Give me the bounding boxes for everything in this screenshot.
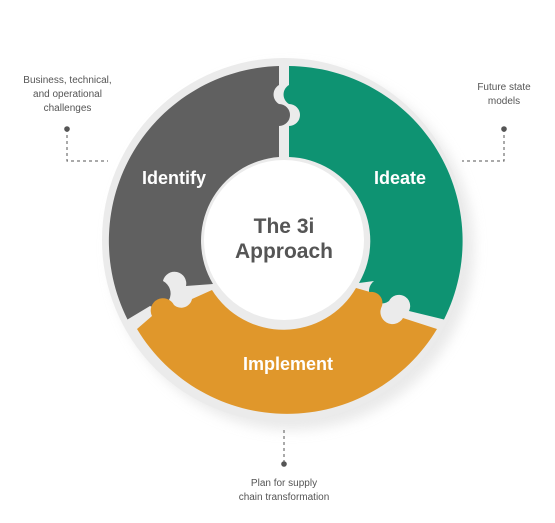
connector-identify — [64, 126, 108, 162]
connector-implement — [281, 430, 287, 467]
note-implement-line: Plan for supply — [250, 478, 318, 489]
note-identify-line: Business, technical, — [23, 75, 112, 86]
segment-label-ideate: Ideate — [374, 168, 426, 188]
segment-ideate — [283, 66, 463, 320]
note-identify-line: challenges — [43, 103, 92, 114]
connector-ideate — [462, 126, 507, 162]
center-circle — [204, 160, 364, 320]
segment-label-identify: Identify — [142, 168, 206, 188]
note-ideate: Future state models — [462, 81, 546, 109]
note-implement: Plan for supply chain transformation — [210, 477, 358, 505]
note-identify: Business, technical, and operational cha… — [10, 74, 125, 116]
center-title-line2: Approach — [235, 240, 333, 263]
segment-implement — [137, 288, 437, 414]
segment-label-implement: Implement — [243, 354, 333, 374]
note-ideate-line: models — [487, 96, 521, 107]
segment-identify — [108, 66, 290, 320]
center-title-line1: The 3i — [254, 215, 315, 238]
note-identify-line: and operational — [33, 89, 102, 100]
note-implement-line: chain transformation — [238, 492, 330, 503]
note-ideate-line: Future state — [477, 82, 531, 93]
